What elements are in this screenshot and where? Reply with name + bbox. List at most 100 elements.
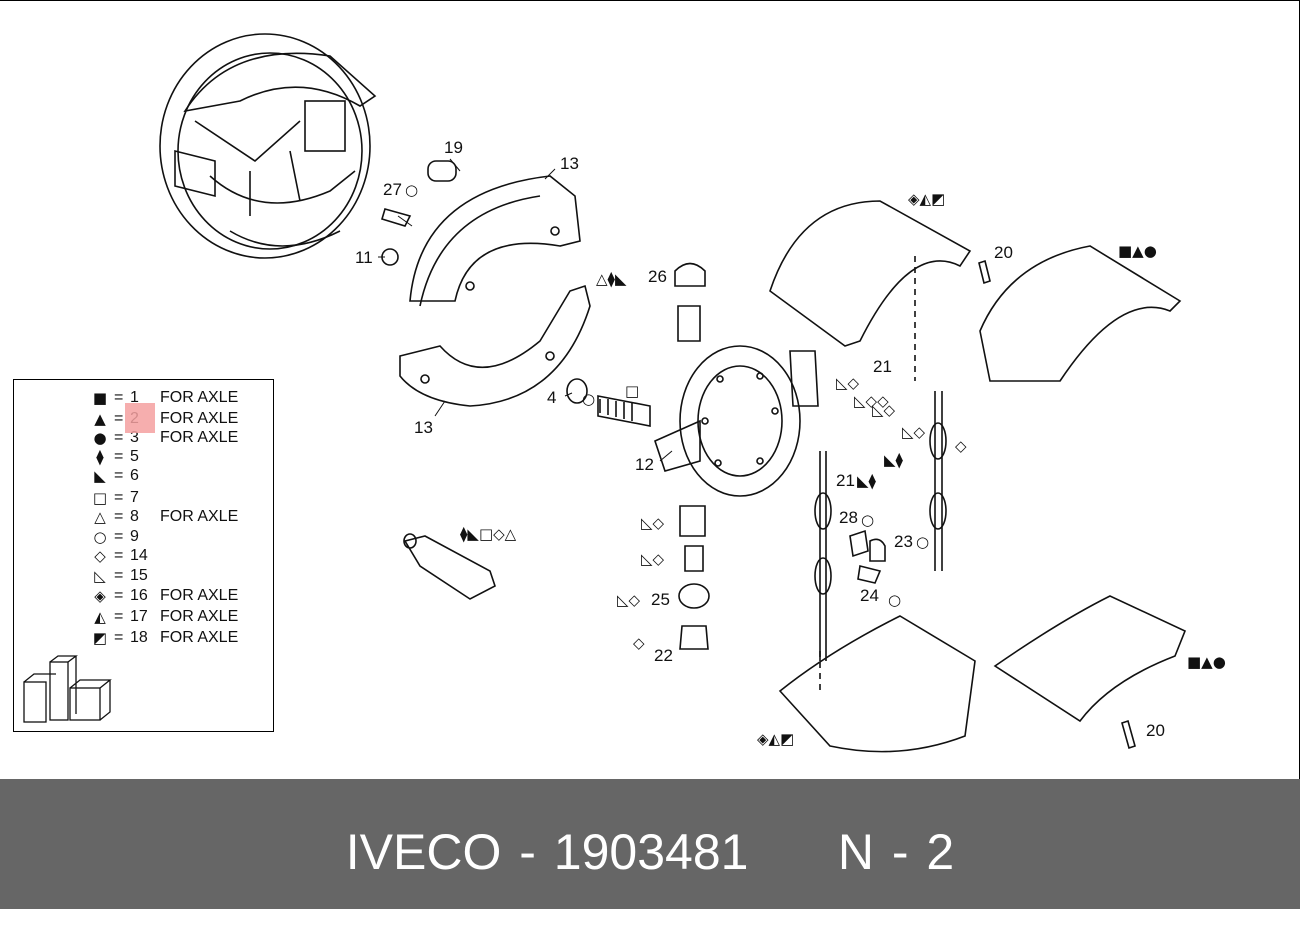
svg-text:◇: ◇	[633, 634, 645, 652]
legend-row: ◣ = 6	[14, 466, 273, 486]
legend-row: ◭ = 17 FOR AXLE	[14, 607, 273, 627]
half-filled-square-icon: ◩	[92, 629, 108, 647]
legend-number: 17	[130, 608, 148, 625]
legend-row: ● = 3 FOR AXLE	[14, 428, 273, 448]
svg-text:◺◇: ◺◇	[902, 423, 926, 441]
callout-19: 19	[444, 138, 463, 157]
callout-20-bottom: 20	[1146, 721, 1165, 740]
svg-text:◺◇: ◺◇	[836, 374, 860, 392]
legend-row: ◩ = 18 FOR AXLE	[14, 628, 273, 648]
filled-circle-icon: ●	[93, 429, 107, 447]
brake-linings	[769, 200, 1187, 753]
legend-axle-label: FOR AXLE	[160, 608, 239, 625]
open-triangle-icon: △	[94, 508, 106, 526]
svg-text:○: ○	[582, 390, 595, 408]
callout-12: 12	[635, 455, 654, 474]
legend-equals: =	[114, 508, 124, 525]
brake-exploded-diagram: 19 13 27 11 26 4 13 12 21 21 20 28 23 24…	[159, 33, 1226, 753]
callout-24: 24	[860, 586, 879, 605]
leader-lines	[378, 158, 673, 462]
legend-number: 9	[130, 528, 139, 545]
legend-number: 7	[130, 489, 139, 506]
legend-row: ■ = 1 FOR AXLE	[14, 388, 273, 408]
callout-13-bottom: 13	[414, 418, 433, 437]
legend-row: ◈ = 16 FOR AXLE	[14, 586, 273, 606]
callout-4: 4	[547, 388, 556, 407]
legend-axle-label: FOR AXLE	[160, 410, 239, 427]
svg-text:◺◇: ◺◇	[872, 401, 896, 419]
legend-number: 8	[130, 508, 139, 525]
filled-diamond-icon: ⧫	[96, 448, 104, 466]
legend-equals: =	[114, 389, 124, 406]
legend-row: △ = 8 FOR AXLE	[14, 507, 273, 527]
legend-number: 6	[130, 467, 139, 484]
footer-bar: IVECO - 1903481 N - 2	[0, 779, 1300, 909]
legend-number: 3	[130, 429, 139, 446]
callout-20-top: 20	[994, 243, 1013, 262]
legend-box: ■ = 1 FOR AXLE ▲ = 2 FOR AXLE ● = 3 FOR …	[13, 379, 274, 732]
svg-text:◺◇◇: ◺◇◇	[854, 392, 889, 410]
svg-text:○: ○	[861, 511, 874, 529]
legend-equals: =	[114, 587, 124, 604]
return-springs	[814, 391, 947, 661]
callout-23: 23	[894, 532, 913, 551]
lower-column-parts	[678, 505, 710, 650]
exploded-view-area: 19 13 27 11 26 4 13 12 21 21 20 28 23 24…	[0, 0, 1300, 779]
legend-number: 16	[130, 587, 148, 604]
legend-axle-label: FOR AXLE	[160, 629, 239, 646]
callout-27: 27	[383, 180, 402, 199]
legend-axle-label: FOR AXLE	[160, 587, 239, 604]
svg-text:◈◭◩: ◈◭◩	[908, 190, 945, 208]
svg-text:◺◇: ◺◇	[617, 591, 641, 609]
legend-equals: =	[114, 528, 124, 545]
callout-26: 26	[648, 267, 667, 286]
legend-number: 5	[130, 448, 139, 465]
svg-text:⧫◣□◇△: ⧫◣□◇△	[460, 525, 517, 543]
svg-text:△⧫◣: △⧫◣	[596, 270, 627, 288]
legend-equals: =	[114, 547, 124, 564]
callout-25: 25	[651, 590, 670, 609]
svg-text:■▲●: ■▲●	[1187, 653, 1226, 671]
legend-equals: =	[114, 467, 124, 484]
legend-number: 18	[130, 629, 148, 646]
callout-21-top: 21	[873, 357, 892, 376]
filled-right-triangle-icon: ◣	[94, 467, 106, 485]
boxed-diamond-icon: ◈	[94, 587, 106, 605]
legend-number: 1	[130, 389, 139, 406]
symbol-markers: ◈◭◩ ■▲● △⧫◣ □ ○ ○ ◺◇ ◺◇◇ ◺◇ ◺◇ ◇ ◣⧫ ◣⧫ ○…	[405, 181, 1226, 748]
callout-22: 22	[654, 646, 673, 665]
parts-boxes-icon	[23, 655, 112, 723]
legend-row: ◺ = 15	[14, 566, 273, 586]
open-diamond-icon: ◇	[94, 547, 106, 565]
callout-21-bottom: 21	[836, 471, 855, 490]
svg-text:◺◇: ◺◇	[641, 514, 665, 532]
brake-assembly-drawing	[159, 33, 377, 259]
legend-row: □ = 7	[14, 488, 273, 508]
legend-row: ⧫ = 5	[14, 447, 273, 467]
callout-13-top: 13	[560, 154, 579, 173]
legend-equals: =	[114, 608, 124, 625]
highlight-marker	[125, 403, 155, 433]
svg-text:◣⧫: ◣⧫	[857, 472, 877, 490]
central-hub-drawing	[566, 262, 819, 497]
svg-text:◺◇: ◺◇	[641, 550, 665, 568]
svg-text:◈◭◩: ◈◭◩	[757, 730, 794, 748]
legend-equals: =	[114, 448, 124, 465]
legend-axle-label: FOR AXLE	[160, 429, 239, 446]
legend-equals: =	[114, 567, 124, 584]
legend-equals: =	[114, 429, 124, 446]
svg-text:○: ○	[405, 181, 418, 199]
small-parts-left	[381, 160, 457, 266]
svg-text:◣⧫: ◣⧫	[884, 451, 904, 469]
svg-text:○: ○	[888, 591, 901, 609]
legend-row: ○ = 9	[14, 527, 273, 547]
legend-equals: =	[114, 489, 124, 506]
legend-number: 15	[130, 567, 148, 584]
boxed-triangle-icon: ◭	[94, 608, 106, 626]
open-circle-icon: ○	[93, 528, 107, 546]
callout-28: 28	[839, 508, 858, 527]
legend-axle-label: FOR AXLE	[160, 389, 239, 406]
svg-text:■▲●: ■▲●	[1118, 242, 1157, 260]
legend-equals: =	[114, 410, 124, 427]
